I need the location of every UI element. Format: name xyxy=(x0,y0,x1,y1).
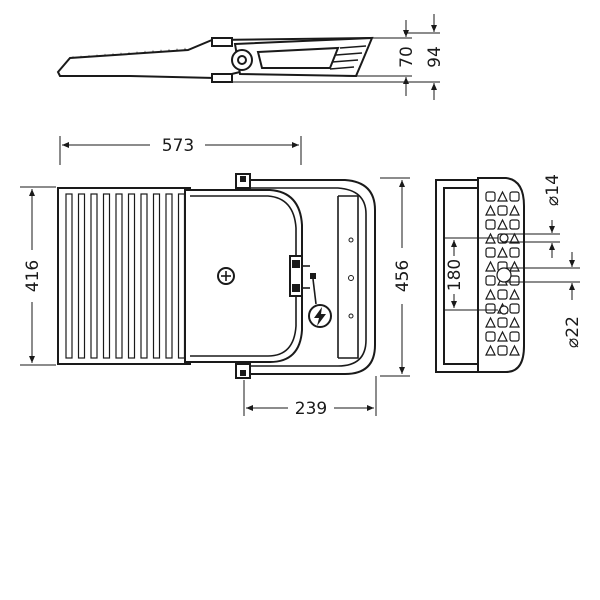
top-view xyxy=(57,173,376,379)
lightning-bolt-icon xyxy=(308,304,332,328)
cooling-fin xyxy=(127,193,136,359)
bracket-slot xyxy=(509,232,520,244)
bracket-slot xyxy=(497,218,508,230)
dimension-label-diameter-14: ⌀14 xyxy=(543,174,563,206)
dimension-label-180: 180 xyxy=(445,259,465,291)
bracket-slot xyxy=(497,330,508,342)
bracket-slot xyxy=(497,289,508,300)
dimension-label-94: 94 xyxy=(425,46,445,68)
bracket-slot xyxy=(485,219,496,230)
dimension-hole-spacing: 180 xyxy=(444,237,498,311)
bracket-slot xyxy=(509,219,520,230)
bracket-slot xyxy=(509,204,520,216)
bracket-slot xyxy=(509,275,520,286)
bracket-slot xyxy=(509,191,520,202)
bracket-slot xyxy=(509,260,520,272)
dimension-height-top: 70 xyxy=(397,20,417,96)
cooling-fin xyxy=(115,193,123,359)
terminal-connector xyxy=(289,255,317,305)
bracket-slot xyxy=(497,205,508,216)
cooling-fin xyxy=(152,193,161,359)
dimension-label-416: 416 xyxy=(23,260,43,292)
dimension-label-456: 456 xyxy=(393,260,413,292)
bracket-slot xyxy=(497,345,508,356)
bracket-slot xyxy=(497,317,508,328)
bracket-slot xyxy=(509,331,520,342)
bracket-slot xyxy=(485,331,496,342)
cooling-fin xyxy=(102,193,111,359)
mounting-hole-small xyxy=(499,305,509,315)
mounting-hole-small xyxy=(499,233,509,243)
dimension-height-total: 94 xyxy=(425,14,445,100)
bracket-slot xyxy=(497,190,508,202)
cooling-fin xyxy=(140,193,148,359)
bracket-slot xyxy=(485,204,496,216)
bracket-mounting-holes xyxy=(485,190,520,356)
bracket-slot xyxy=(509,316,520,328)
cooling-fin xyxy=(65,193,73,359)
bracket-slot xyxy=(485,191,496,202)
side-view xyxy=(56,32,440,83)
dimension-depth-left: 416 xyxy=(20,186,56,366)
bracket-slot xyxy=(485,275,496,286)
bracket-slot xyxy=(509,288,520,300)
bracket-slot xyxy=(485,344,496,356)
bracket-view xyxy=(435,177,525,373)
dimension-label-70: 70 xyxy=(397,46,417,68)
crosshair-screw-icon xyxy=(217,267,235,285)
bracket-slot xyxy=(509,303,520,314)
bracket-slot xyxy=(485,247,496,258)
dimension-width-total: 573 xyxy=(59,136,302,165)
bracket-slot xyxy=(509,247,520,258)
bracket-slot xyxy=(497,246,508,258)
dimension-depth-right: 456 xyxy=(380,177,413,377)
dimension-hole-large: ⌀22 xyxy=(502,252,583,348)
dimension-mount-width: 239 xyxy=(243,376,377,419)
dimension-label-239: 239 xyxy=(295,399,327,419)
bracket-slot xyxy=(485,260,496,272)
bracket-slot xyxy=(485,303,496,314)
bracket-slot xyxy=(509,344,520,356)
dimension-hole-small: ⌀14 xyxy=(502,174,563,258)
cooling-fin xyxy=(77,193,86,359)
dimension-label-diameter-22: ⌀22 xyxy=(563,316,583,348)
top-view-cooling-fins xyxy=(65,193,186,359)
cooling-fin xyxy=(90,193,98,359)
dimension-label-573: 573 xyxy=(162,136,194,156)
cooling-fin xyxy=(165,193,173,359)
bracket-slot xyxy=(485,316,496,328)
bracket-slot xyxy=(485,288,496,300)
mounting-hole-large xyxy=(496,267,512,283)
cooling-fin xyxy=(177,193,186,359)
